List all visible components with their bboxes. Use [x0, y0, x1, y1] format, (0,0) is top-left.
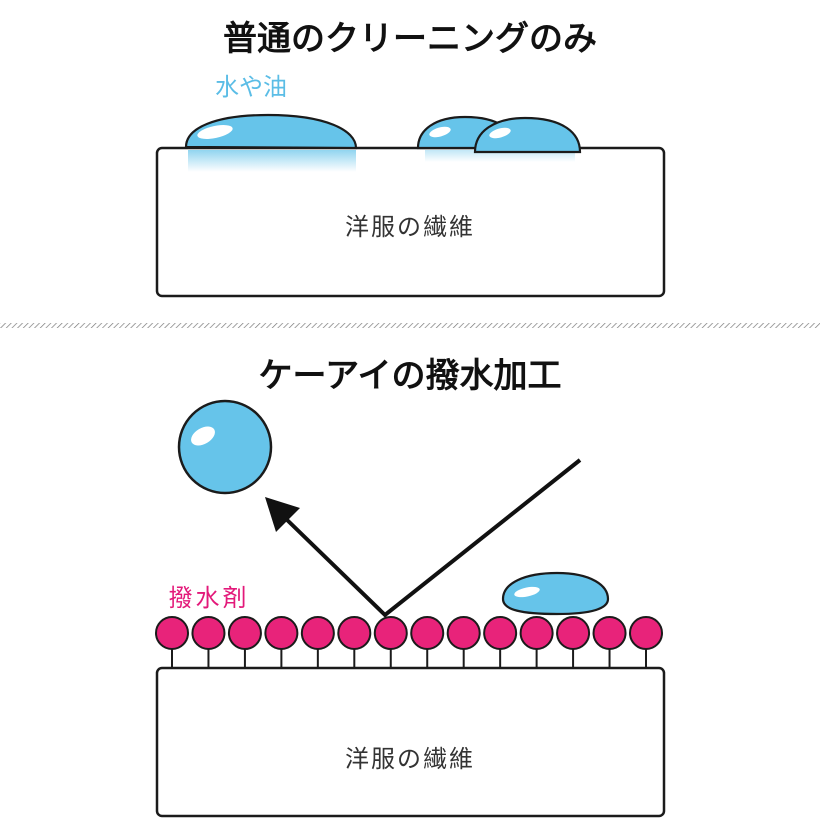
droplet-label: 水や油	[215, 73, 287, 101]
section-divider	[0, 323, 820, 328]
repellent-molecule	[629, 616, 663, 668]
bottom-panel: ケーアイの撥水加工 撥水剤 洋服の繊維	[155, 356, 666, 818]
repellent-ball	[155, 616, 189, 650]
repellent-molecule	[264, 616, 299, 668]
repellent-molecule-row	[155, 616, 663, 668]
water-droplet-beaded	[501, 571, 610, 616]
repellent-ball	[446, 616, 481, 650]
repellent-molecule	[373, 616, 408, 668]
repellent-ball	[483, 616, 518, 650]
fabric-label-top: 洋服の繊維	[345, 213, 475, 241]
repellent-ball	[300, 616, 335, 650]
bounce-arrow	[265, 458, 582, 618]
repellent-ball	[629, 616, 663, 650]
repellent-molecule	[556, 616, 591, 668]
repellent-molecule	[155, 616, 189, 668]
repellent-molecule	[337, 616, 372, 668]
repellent-ball	[410, 616, 445, 650]
fabric-label-bottom: 洋服の繊維	[345, 745, 475, 773]
repellent-ball	[592, 616, 627, 650]
water-droplet-repelled	[177, 399, 273, 495]
repellent-ball	[556, 616, 591, 650]
repellent-ball	[191, 616, 226, 650]
repellent-ball	[519, 616, 554, 650]
repellent-molecule	[191, 616, 226, 668]
water-droplet-small-2	[473, 116, 582, 154]
fabric-block-top	[155, 146, 666, 298]
fabric-block-bottom	[155, 666, 666, 818]
repellent-ball	[264, 616, 299, 650]
repellent-molecule	[592, 616, 627, 668]
repellent-ball	[337, 616, 372, 650]
repellent-ball	[373, 616, 408, 650]
repellent-molecule	[446, 616, 481, 668]
repellent-label: 撥水剤	[169, 584, 250, 612]
top-panel-title: 普通のクリーニングのみ	[223, 19, 597, 59]
soak-stain	[188, 150, 356, 172]
repellent-molecule	[300, 616, 335, 668]
repellent-ball	[227, 616, 262, 650]
bottom-panel-title: ケーアイの撥水加工	[259, 356, 562, 396]
repellent-molecule	[227, 616, 262, 668]
repellent-molecule	[483, 616, 518, 668]
water-droplet-large	[184, 113, 358, 150]
repellent-molecule	[410, 616, 445, 668]
top-panel: 普通のクリーニングのみ 水や油 洋服の繊維	[155, 19, 666, 298]
repellent-molecule	[519, 616, 554, 668]
